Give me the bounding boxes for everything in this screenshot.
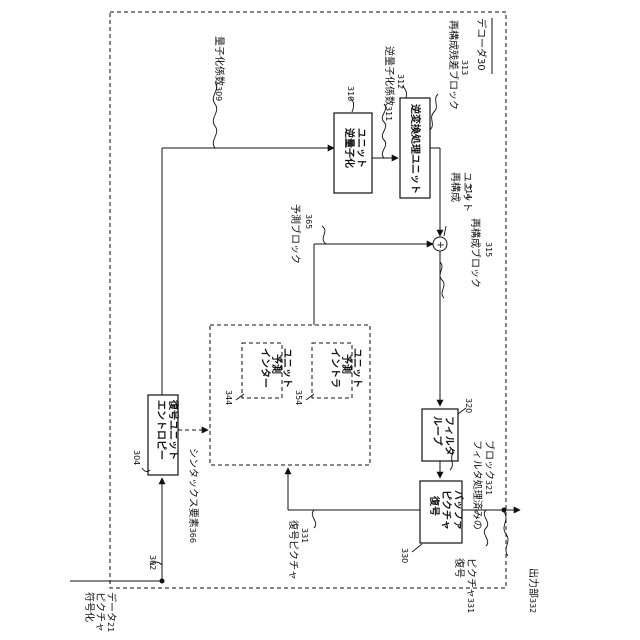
quant-coeff-label: 量子化係数309 bbox=[213, 36, 226, 101]
output-leader bbox=[504, 512, 508, 556]
decoded-picture-left-num: 331 bbox=[300, 528, 309, 543]
encoded-picture-label: 符号化 ピクチャ データ21 bbox=[83, 592, 118, 635]
entropy-ref: 304 bbox=[132, 450, 141, 465]
reconstruction-unit-num: 314 bbox=[464, 184, 473, 199]
decoded-picture-out-leader bbox=[484, 510, 487, 546]
inter-prediction-label: インター 予測 ユニット bbox=[259, 348, 293, 391]
residual-block-label: 再構成残差ブロック bbox=[447, 20, 460, 110]
dpb-ref: 330 bbox=[400, 548, 409, 563]
reconstructed-block-label: 再構成ブロック bbox=[469, 218, 482, 288]
prediction-processing-box bbox=[210, 325, 370, 465]
reconstructed-block-num: 315 bbox=[484, 242, 493, 257]
prediction-block-num: 365 bbox=[304, 214, 313, 229]
node-302-ref: 302 bbox=[148, 555, 157, 570]
inter-ref: 344 bbox=[224, 390, 233, 405]
residual-block-leader bbox=[430, 94, 438, 130]
inverse-transform-label: 逆変換処理ユニット bbox=[409, 104, 422, 194]
dequant-coeff-label: 逆量子化係数311 bbox=[383, 46, 396, 121]
decoded-picture-out-label: 復号 ピクチャ331 bbox=[453, 558, 477, 613]
dpb-ref-leader bbox=[412, 544, 422, 552]
decoded-picture-left-leader bbox=[312, 510, 315, 528]
intra-ref-leader bbox=[306, 394, 314, 400]
decoder-title: デコーダ30 bbox=[475, 18, 488, 71]
prediction-block-leader bbox=[322, 226, 326, 244]
entropy-decoding-label: エントロピー 復号ユニット bbox=[155, 399, 180, 463]
decoded-picture-left-label: 復号ピクチャ bbox=[287, 520, 300, 580]
adder-symbol: + bbox=[437, 240, 445, 251]
output-node bbox=[502, 508, 507, 513]
filtered-block-label: フィルタ処理済みの ブロック321 bbox=[471, 440, 496, 533]
syntax-elements-label: シンタックス要素366 bbox=[187, 448, 200, 543]
loop-filter-ref: 320 bbox=[464, 398, 473, 413]
inverse-quant-ref: 310 bbox=[346, 86, 355, 101]
intra-prediction-label: イントラ 予測 ユニット bbox=[329, 348, 363, 391]
reconstructed-block-leader bbox=[440, 262, 444, 298]
intra-ref: 354 bbox=[294, 390, 303, 405]
output-label: 出力部332 bbox=[527, 568, 540, 613]
residual-block-num: 313 bbox=[460, 60, 469, 75]
prediction-block-label: 予測ブロック bbox=[289, 204, 302, 264]
reconstruction-unit-leader bbox=[444, 226, 446, 236]
inter-ref-leader bbox=[236, 394, 244, 400]
